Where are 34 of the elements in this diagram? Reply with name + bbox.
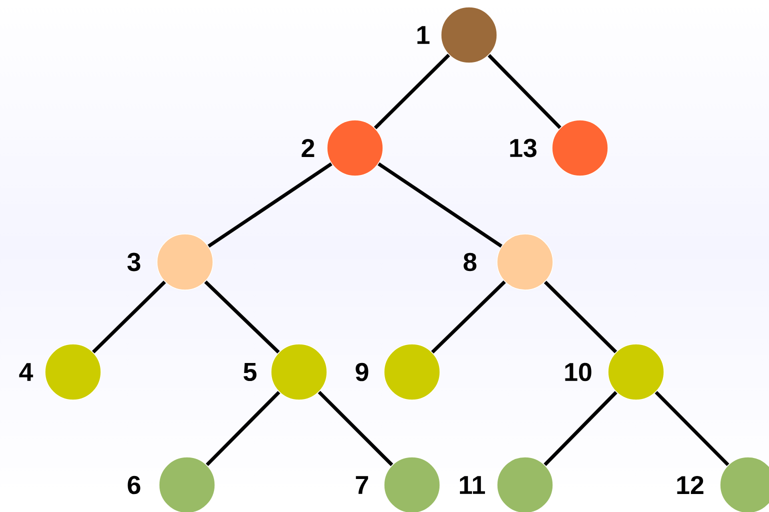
tree-edge: [544, 280, 618, 354]
node-number: 4: [19, 363, 34, 381]
tree-edge: [204, 280, 280, 354]
tree-node-circle: [384, 344, 440, 400]
node-number: 5: [244, 362, 256, 382]
node-number: 6: [128, 476, 140, 494]
tree-node-circle: [156, 234, 214, 290]
tree-node-circle: [44, 344, 102, 400]
node-number: 12: [677, 476, 704, 494]
tree-edge: [378, 162, 502, 248]
node-number: 9: [356, 362, 368, 382]
node-number: 2: [302, 138, 314, 158]
tree-edge: [431, 280, 506, 354]
node-number: 13: [510, 138, 536, 158]
tree-node-circle: [552, 120, 608, 176]
tree-node-circle: [440, 6, 498, 64]
node-number: 10: [565, 362, 592, 382]
tree-edge: [208, 162, 332, 248]
node-number: 7: [356, 476, 368, 494]
tree-edge: [92, 280, 166, 354]
tree-edge: [654, 390, 730, 466]
node-number: 1: [417, 26, 430, 44]
node-number: 3: [127, 252, 140, 272]
node-number: 8: [464, 252, 476, 272]
tree-node-circle: [496, 234, 554, 290]
tree-edge: [318, 390, 394, 466]
tree-node-circle: [608, 344, 664, 400]
tree-edge: [488, 54, 562, 129]
tree-edge: [206, 390, 280, 466]
tree-node-circle: [270, 344, 328, 400]
node-number: 11: [460, 476, 485, 494]
tree-node-circle: [326, 120, 384, 176]
tree-edge: [374, 54, 450, 130]
tree-edge: [544, 391, 618, 466]
